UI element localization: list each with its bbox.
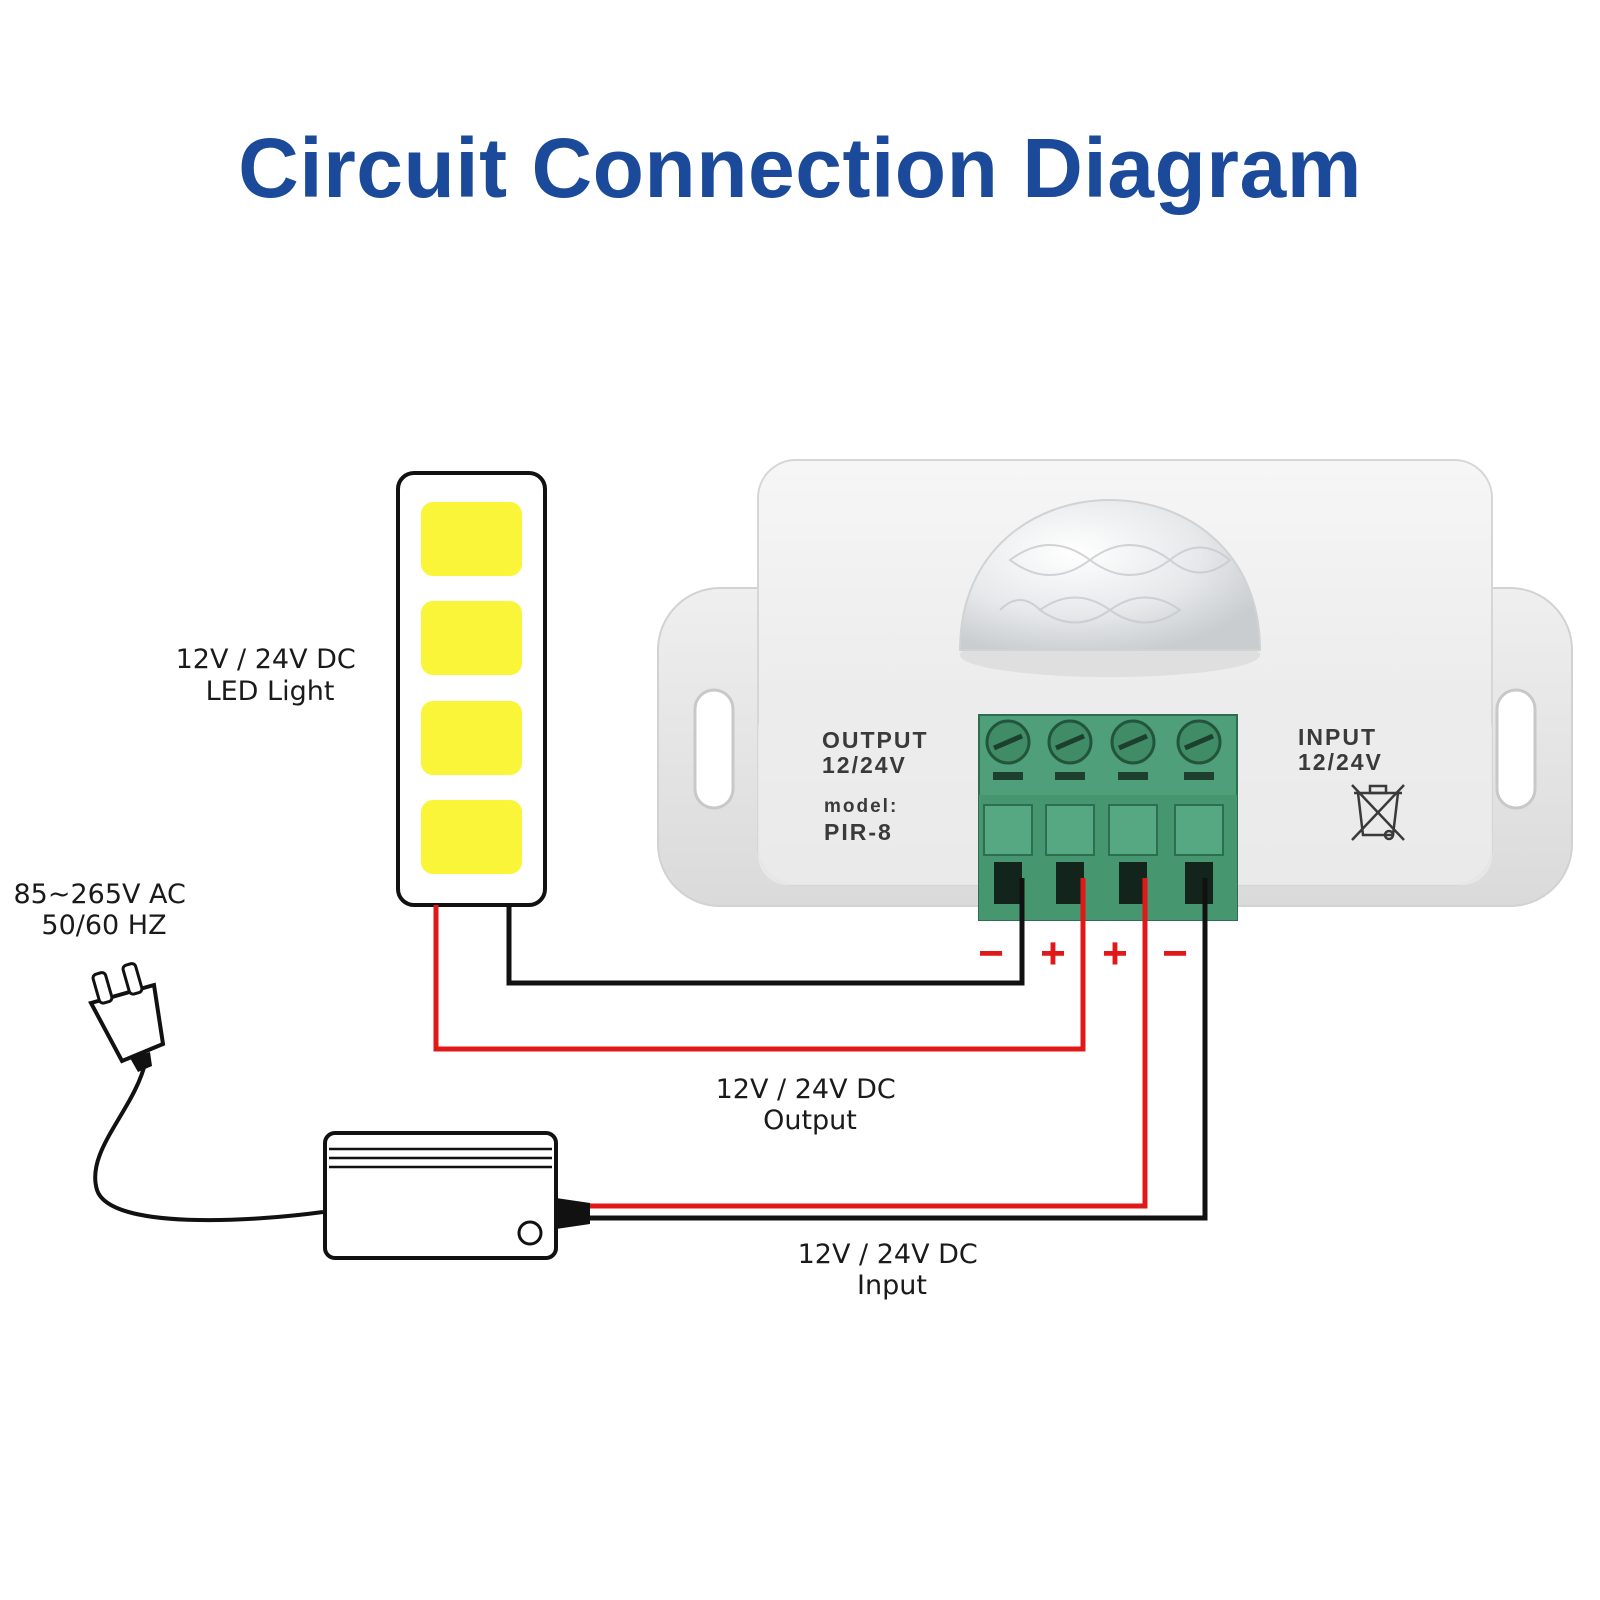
led-chip bbox=[421, 601, 522, 675]
terminal-screw-slot bbox=[1055, 733, 1085, 751]
wire-input-positive bbox=[590, 878, 1148, 1209]
diagram-title: Circuit Connection Diagram bbox=[238, 121, 1362, 215]
terminal-marker bbox=[1118, 772, 1148, 780]
led-chip bbox=[421, 502, 522, 576]
terminal-wire-hole-1 bbox=[994, 862, 1022, 904]
terminal-sign-2: + bbox=[1040, 929, 1066, 978]
recycle-bin-icon bbox=[1351, 784, 1405, 841]
terminal-sign-1: − bbox=[978, 929, 1004, 978]
led-light-label: 12V / 24V DC LED Light bbox=[176, 644, 365, 707]
terminal-marker bbox=[1055, 772, 1085, 780]
mount-slot-left bbox=[693, 688, 735, 810]
input-label: INPUT bbox=[1298, 724, 1377, 750]
power-adapter-icon bbox=[323, 1131, 590, 1260]
terminal-screws bbox=[983, 719, 1224, 904]
plug-icon bbox=[88, 962, 324, 1223]
model-label: model: bbox=[824, 796, 898, 817]
terminal-wire-hole-3 bbox=[1119, 862, 1147, 904]
terminal-clamp-1 bbox=[983, 804, 1033, 856]
led-chip bbox=[421, 800, 522, 874]
wire-led-negative bbox=[506, 878, 1025, 986]
wire-input-negative bbox=[590, 878, 1208, 1221]
pir-dome bbox=[958, 499, 1262, 651]
model-number: PIR-8 bbox=[824, 819, 893, 845]
input-voltage: 12/24V bbox=[1298, 749, 1383, 775]
dc-output-label: 12V / 24V DC Output bbox=[716, 1074, 905, 1136]
wire-led-positive bbox=[433, 878, 1086, 1052]
terminal-clamp-3 bbox=[1108, 804, 1158, 856]
terminal-wire-hole-2 bbox=[1056, 862, 1084, 904]
terminal-wire-hole-4 bbox=[1185, 862, 1213, 904]
terminal-screw-slot bbox=[993, 733, 1023, 751]
dc-input-label: 12V / 24V DC Input bbox=[798, 1239, 987, 1301]
terminal-screw-slot bbox=[1118, 733, 1148, 751]
terminal-clamp-4 bbox=[1174, 804, 1224, 856]
terminal-clamp-2 bbox=[1045, 804, 1095, 856]
ac-input-label: 85~265V AC 50/60 HZ bbox=[13, 879, 194, 941]
terminal-marker bbox=[993, 772, 1023, 780]
output-voltage: 12/24V bbox=[822, 752, 907, 778]
terminal-screw-slot bbox=[1184, 733, 1214, 751]
terminal-sign-3: + bbox=[1102, 929, 1128, 978]
led-chip bbox=[421, 701, 522, 775]
terminal-sign-4: − bbox=[1162, 929, 1188, 978]
terminal-marker bbox=[1184, 772, 1214, 780]
led-strip-icon bbox=[396, 471, 547, 907]
output-label: OUTPUT bbox=[822, 727, 929, 753]
mount-slot-right bbox=[1495, 688, 1537, 810]
